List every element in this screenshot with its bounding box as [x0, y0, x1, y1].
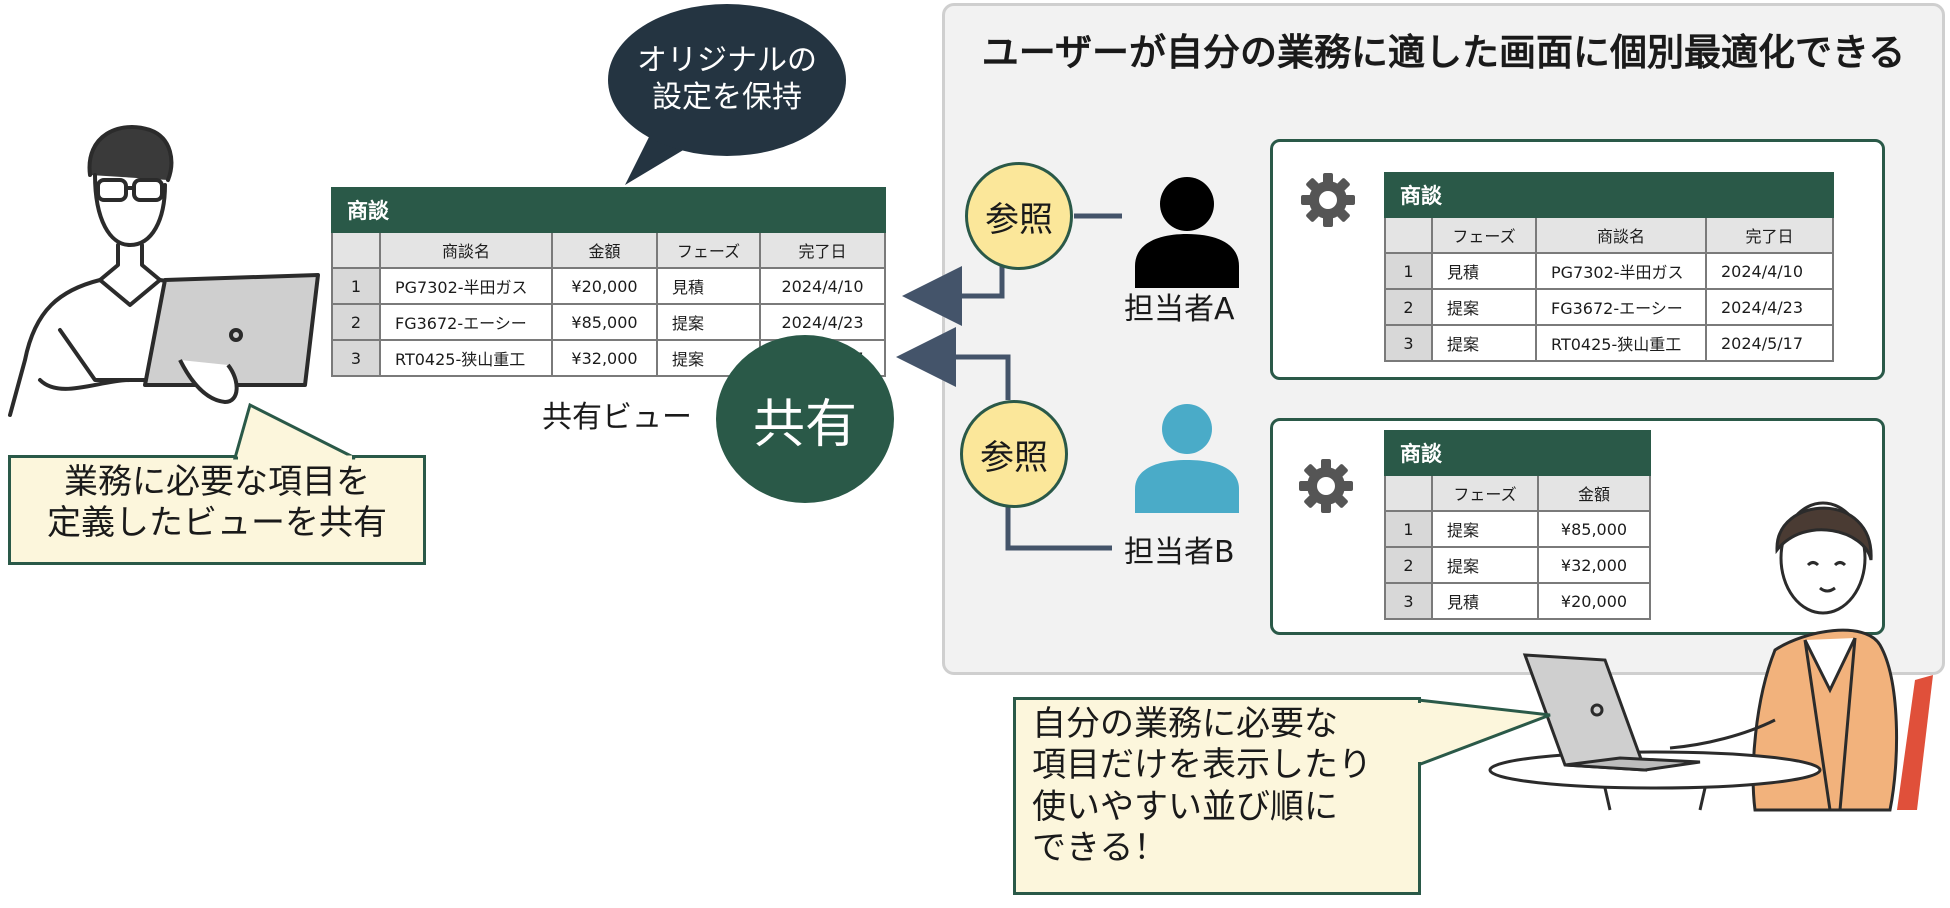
bottom-note-line1: 自分の業務に必要な: [1032, 704, 1338, 744]
panel-title: ユーザーが自分の業務に適した画面に個別最適化できる: [981, 31, 1906, 74]
date-cell: 2024/4/10: [758, 267, 887, 305]
b-col-amount[interactable]: 金額: [1536, 474, 1652, 512]
phase-cell: 提案: [1431, 510, 1539, 548]
user-a-table: 商談 フェーズ 商談名 完了日 1 見積 PG7302-半田ガス 2024/4/…: [1384, 172, 1834, 362]
amount-cell: ¥32,000: [1536, 546, 1652, 584]
row-number: 1: [331, 267, 381, 305]
b-col-phase[interactable]: フェーズ: [1431, 474, 1539, 512]
shared-col-date[interactable]: 完了日: [758, 231, 887, 269]
phase-cell: 見積: [656, 267, 761, 305]
row-number: 2: [331, 303, 381, 341]
phase-cell: 見積: [1431, 252, 1537, 290]
b-col-index: [1384, 474, 1433, 512]
reference-circle-a: 参照: [965, 162, 1073, 270]
row-number: 1: [1384, 510, 1433, 548]
table-row[interactable]: 2 提案 FG3672-エーシー 2024/4/23: [1384, 288, 1834, 326]
deal-name-cell: PG7302-半田ガス: [1535, 252, 1707, 290]
bubble-line1: オリジナルの: [637, 43, 817, 79]
left-note-line1: 業務に必要な項目を: [64, 462, 370, 502]
date-cell: 2024/5/17: [1705, 324, 1834, 362]
man-with-laptop-illustration: [8, 125, 320, 417]
row-number: 2: [1384, 546, 1433, 584]
user-b-table-caption: 商談: [1383, 430, 1652, 476]
date-cell: 2024/4/23: [1705, 288, 1834, 326]
deal-name-cell: RT0425-狭山重工: [1535, 324, 1707, 362]
user-b-table: 商談 フェーズ 金額 1 提案 ¥85,000 2 提案 ¥32,000 3 見…: [1383, 430, 1652, 620]
deal-name-cell: FG3672-エーシー: [379, 303, 553, 341]
phase-cell: 提案: [656, 303, 761, 341]
deal-name-cell: PG7302-半田ガス: [379, 267, 553, 305]
row-number: 1: [1384, 252, 1433, 290]
table-row[interactable]: 2 提案 ¥32,000: [1384, 546, 1652, 584]
deal-name-cell: RT0425-狭山重工: [379, 339, 553, 377]
amount-cell: ¥20,000: [1536, 582, 1652, 620]
bottom-note-line4: できる！: [1032, 828, 1168, 869]
amount-cell: ¥85,000: [551, 303, 658, 341]
shared-col-index: [331, 231, 381, 269]
gear-icon[interactable]: [1296, 456, 1356, 516]
table-row[interactable]: 3 見積 ¥20,000: [1384, 582, 1652, 620]
phase-cell: 見積: [1431, 582, 1539, 620]
a-col-phase[interactable]: フェーズ: [1431, 216, 1537, 254]
user-a-person-icon: [1135, 177, 1239, 288]
bottom-note: 自分の業務に必要な 項目だけを表示したり 使いやすい並び順に できる！: [1013, 697, 1421, 895]
date-cell: 2024/4/10: [1705, 252, 1834, 290]
bottom-note-line3: 使いやすい並び順に: [1032, 786, 1338, 827]
table-row[interactable]: 1 提案 ¥85,000: [1384, 510, 1652, 548]
user-a-table-caption: 商談: [1384, 172, 1834, 218]
user-b-person-icon: [1135, 404, 1239, 513]
left-note-line2: 定義したビューを共有: [47, 503, 387, 544]
user-a-label: 担当者A: [1124, 292, 1235, 327]
row-number: 3: [331, 339, 381, 377]
shared-view-label: 共有ビュー: [542, 400, 692, 435]
shared-col-phase[interactable]: フェーズ: [656, 231, 761, 269]
phase-cell: 提案: [1431, 288, 1537, 326]
gear-icon[interactable]: [1298, 170, 1358, 230]
row-number: 3: [1384, 582, 1433, 620]
share-circle: 共有: [716, 335, 894, 503]
amount-cell: ¥20,000: [551, 267, 658, 305]
bubble-line2: 設定を保持: [652, 80, 802, 115]
deal-name-cell: FG3672-エーシー: [1535, 288, 1707, 326]
a-col-index: [1384, 216, 1433, 254]
phase-cell: 提案: [1431, 324, 1537, 362]
amount-cell: ¥85,000: [1536, 510, 1652, 548]
row-number: 2: [1384, 288, 1433, 326]
phase-cell: 提案: [1431, 546, 1539, 584]
a-col-name[interactable]: 商談名: [1535, 216, 1707, 254]
original-settings-bubble: オリジナルの 設定を保持: [608, 4, 846, 156]
date-cell: 2024/4/23: [758, 303, 887, 341]
bottom-note-line2: 項目だけを表示したり: [1032, 745, 1372, 786]
amount-cell: ¥32,000: [551, 339, 658, 377]
shared-col-name[interactable]: 商談名: [379, 231, 553, 269]
table-row[interactable]: 1 PG7302-半田ガス ¥20,000 見積 2024/4/10: [331, 267, 887, 305]
user-b-label: 担当者B: [1124, 535, 1235, 570]
table-row[interactable]: 1 見積 PG7302-半田ガス 2024/4/10: [1384, 252, 1834, 290]
table-row[interactable]: 3 提案 RT0425-狭山重工 2024/5/17: [1384, 324, 1834, 362]
woman-with-laptop-illustration: [1488, 501, 1933, 812]
shared-col-amount[interactable]: 金額: [551, 231, 658, 269]
left-note: 業務に必要な項目を 定義したビューを共有: [8, 455, 426, 565]
row-number: 3: [1384, 324, 1433, 362]
table-row[interactable]: 2 FG3672-エーシー ¥85,000 提案 2024/4/23: [331, 303, 887, 341]
reference-circle-b: 参照: [960, 400, 1068, 508]
a-col-date[interactable]: 完了日: [1705, 216, 1834, 254]
shared-table-caption: 商談: [330, 187, 887, 233]
